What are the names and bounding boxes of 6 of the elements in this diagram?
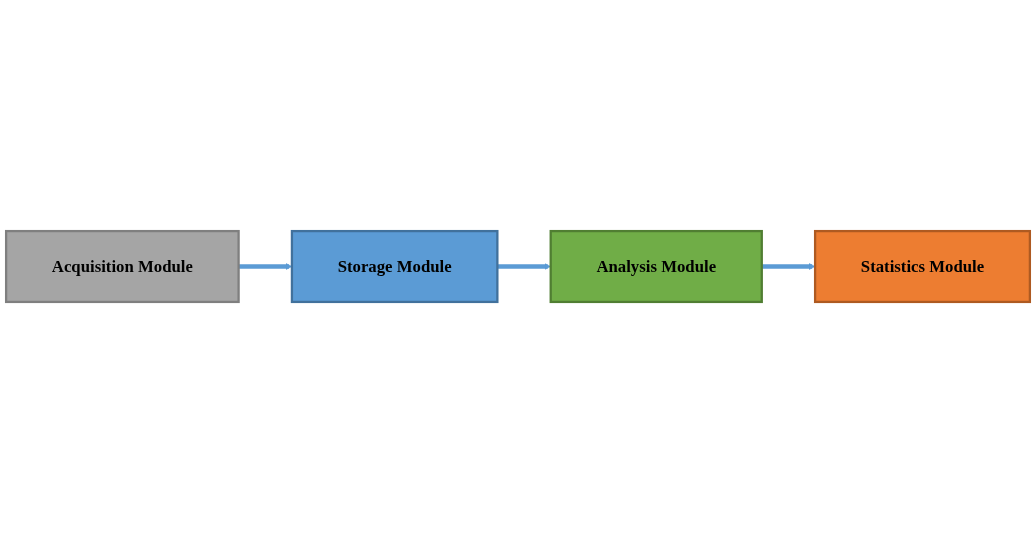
arrow bbox=[497, 263, 551, 270]
node-box: Statistics Module bbox=[813, 229, 1032, 304]
node-box: Acquisition Module bbox=[4, 229, 240, 304]
node-box: Storage Module bbox=[290, 229, 499, 304]
node-box: Analysis Module bbox=[549, 229, 763, 304]
arrow bbox=[761, 263, 816, 270]
